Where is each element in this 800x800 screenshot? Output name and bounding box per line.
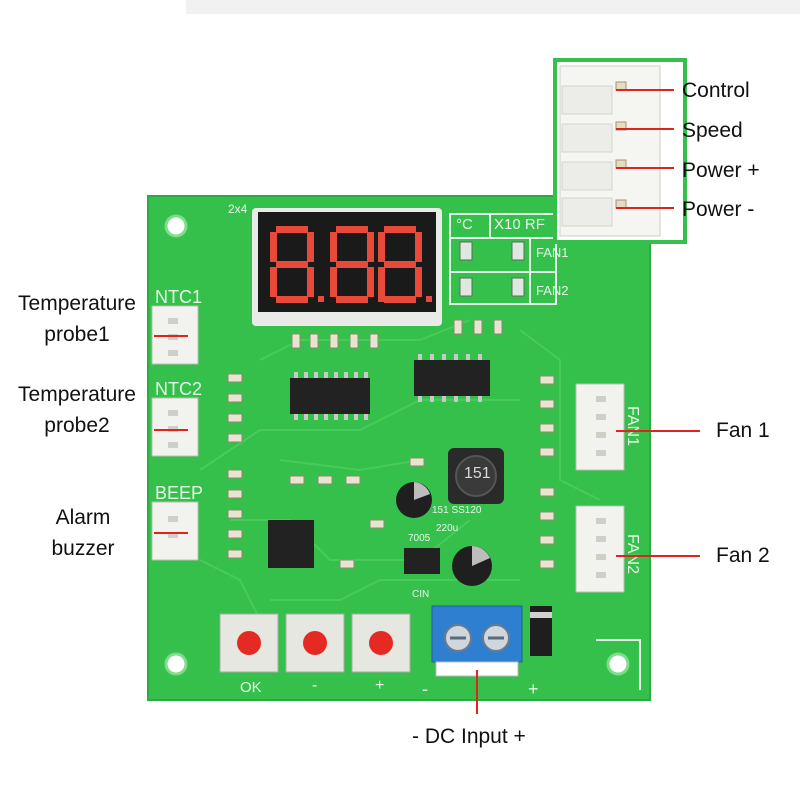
callout-line-buzzer	[154, 532, 188, 534]
label-alarm-buzzer-line1: Alarm	[55, 506, 111, 529]
mount-hole-tl	[164, 214, 188, 238]
callout-line-fan2	[616, 555, 700, 557]
button-ok	[219, 613, 279, 673]
connector-fan1	[575, 383, 625, 471]
electrolytic-cap-2	[452, 546, 492, 586]
silk-ntc1: NTC1	[155, 287, 203, 307]
silk-dc-minus: -	[422, 679, 428, 699]
callout-line-dc-input	[476, 670, 478, 714]
silk-x10rf: X10 RF	[494, 216, 545, 233]
silk-inductor: 151	[464, 465, 491, 482]
silk-fan1: FAN1	[536, 245, 569, 260]
display-digits	[270, 226, 432, 303]
connector-beep	[151, 501, 199, 561]
silk-dc-plus: +	[528, 679, 539, 699]
mount-hole-br	[606, 652, 630, 676]
ic-pins	[294, 354, 482, 420]
label-alarm-buzzer-line2: buzzer	[51, 537, 115, 560]
silk-fan2: FAN2	[536, 283, 569, 298]
callout-line-power-plus	[616, 167, 674, 169]
digit-2	[330, 226, 384, 303]
mount-hole-bl	[164, 652, 188, 676]
label-power-plus: Power +	[682, 159, 760, 182]
inset-connector	[559, 65, 661, 237]
label-alarm-buzzer: Alarm buzzer	[16, 507, 150, 559]
silk-minus-btn: -	[312, 677, 318, 694]
label-control: Control	[682, 79, 750, 102]
silk-celsius: °C	[456, 216, 473, 233]
silk-inductor-code: 151 SS120	[432, 505, 482, 516]
connector-fan2	[575, 505, 625, 593]
connector-ntc2	[151, 397, 199, 457]
callout-line-speed	[616, 128, 674, 130]
top-gray-strip	[186, 0, 800, 14]
silk-cap: 220u	[436, 523, 459, 534]
callout-line-control	[616, 89, 674, 91]
label-temp-probe2-line2: probe2	[44, 414, 110, 437]
diode	[530, 606, 552, 656]
label-temp-probe1-line2: probe1	[44, 323, 110, 346]
callout-line-fan1	[616, 430, 700, 432]
digit-1	[270, 226, 324, 303]
ic-chips	[268, 360, 490, 574]
silk-plus-btn: +	[375, 677, 385, 694]
silk-fan2-vertical: FAN2	[624, 533, 642, 575]
smd-leds	[459, 241, 525, 297]
label-speed: Speed	[682, 119, 743, 142]
callout-line-power-minus	[616, 207, 674, 209]
label-dc-input: - DC Input +	[412, 725, 526, 748]
electrolytic-cap-1	[396, 482, 432, 518]
label-temp-probe2-line1: Temperature	[18, 383, 136, 406]
silk-beep: BEEP	[155, 483, 204, 503]
silk-ok: OK	[240, 679, 262, 696]
label-temp-probe1: Temperature probe1	[0, 293, 154, 345]
silk-cin: CIN	[412, 589, 430, 600]
button-minus	[285, 613, 345, 673]
button-plus	[351, 613, 411, 673]
label-power-minus: Power -	[682, 198, 755, 221]
label-temp-probe1-line1: Temperature	[18, 292, 136, 315]
silk-display-part: 2x4	[228, 202, 248, 216]
silk-grid	[449, 213, 557, 305]
digit-3	[378, 226, 432, 303]
label-fan2: Fan 2	[716, 544, 770, 567]
silk-fan1-vertical: FAN1	[624, 405, 642, 447]
label-fan1: Fan 1	[716, 419, 770, 442]
callout-line-probe1	[154, 335, 188, 337]
label-temp-probe2: Temperature probe2	[0, 384, 154, 436]
silk-ntc2: NTC2	[155, 379, 203, 399]
silk-reg: 7005	[408, 533, 431, 544]
callout-line-probe2	[154, 429, 188, 431]
smd-resistors	[227, 319, 555, 569]
